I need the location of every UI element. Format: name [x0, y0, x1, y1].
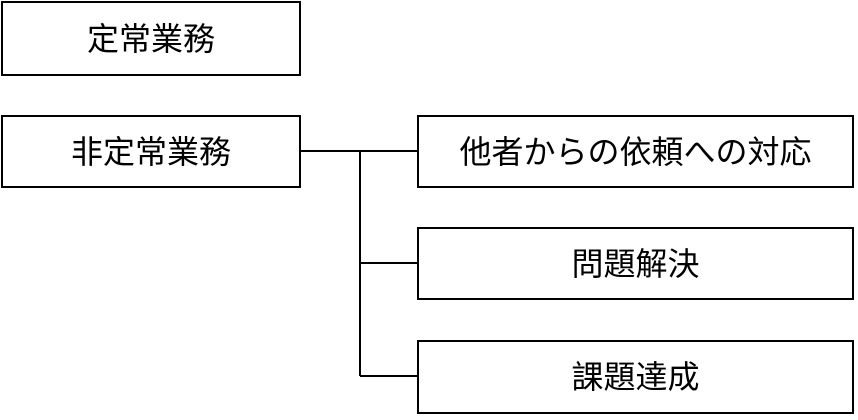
nonroutine-work-box: 非定常業務 [1, 115, 301, 188]
task-achievement-label: 課題達成 [571, 358, 700, 396]
problem-solving-box: 問題解決 [417, 227, 854, 300]
problem-solving-label: 問題解決 [571, 244, 700, 283]
nonroutine-work-label: 非定常業務 [70, 132, 231, 171]
requests-response-box: 他者からの依頼への対応 [417, 115, 854, 188]
routine-work-box: 定常業務 [1, 1, 301, 76]
task-achievement-box: 課題達成 [417, 340, 854, 414]
requests-response-label: 他者からの依頼への対応 [459, 132, 812, 171]
routine-work-label: 定常業務 [86, 19, 215, 58]
